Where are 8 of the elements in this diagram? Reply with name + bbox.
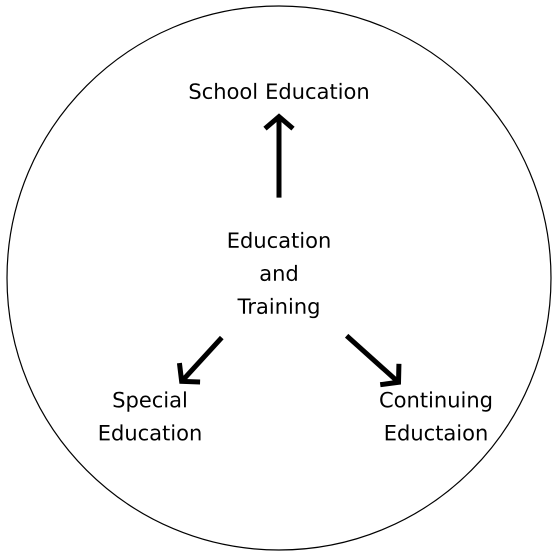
node-label: Continuing Eductaion xyxy=(380,391,492,441)
node-label: School Education xyxy=(190,82,368,100)
arrow xyxy=(263,113,295,198)
arrow xyxy=(176,336,224,384)
circle-outline xyxy=(6,5,552,551)
arrow xyxy=(344,334,402,388)
node-label: Special Education xyxy=(100,391,201,441)
node-label: Education and Training xyxy=(228,232,330,318)
